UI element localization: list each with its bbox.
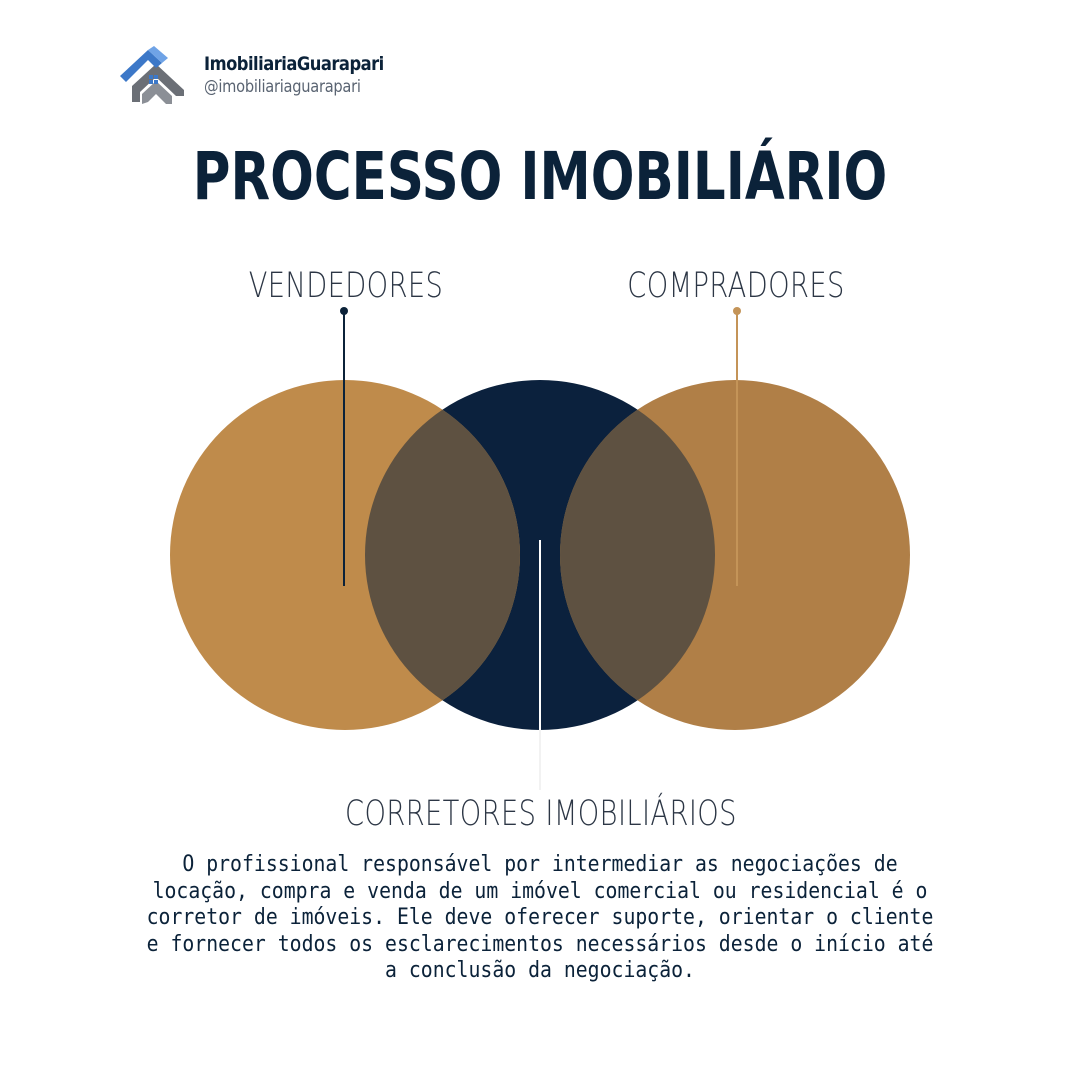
brand-name: ImobiliariaGuarapari xyxy=(204,53,384,75)
pin-compradores xyxy=(733,307,741,586)
overlap-vendedores-corretores xyxy=(365,380,520,730)
label-vendedores: VENDEDORES xyxy=(248,266,444,306)
page-title: PROCESSO IMOBILIÁRIO xyxy=(192,138,888,215)
brand-handle: @imobiliariaguarapari xyxy=(204,77,361,97)
house-roof-logo-icon xyxy=(120,46,184,104)
brand-header: ImobiliariaGuarapari @imobiliariaguarapa… xyxy=(118,46,413,104)
pin-vendedores xyxy=(340,307,348,586)
label-corretores: CORRETORES IMOBILIÁRIOS xyxy=(345,794,737,834)
overlap-corretores-compradores xyxy=(560,380,715,730)
label-compradores: COMPRADORES xyxy=(627,266,845,306)
description-paragraph: O profissional responsável por intermedi… xyxy=(146,852,934,983)
